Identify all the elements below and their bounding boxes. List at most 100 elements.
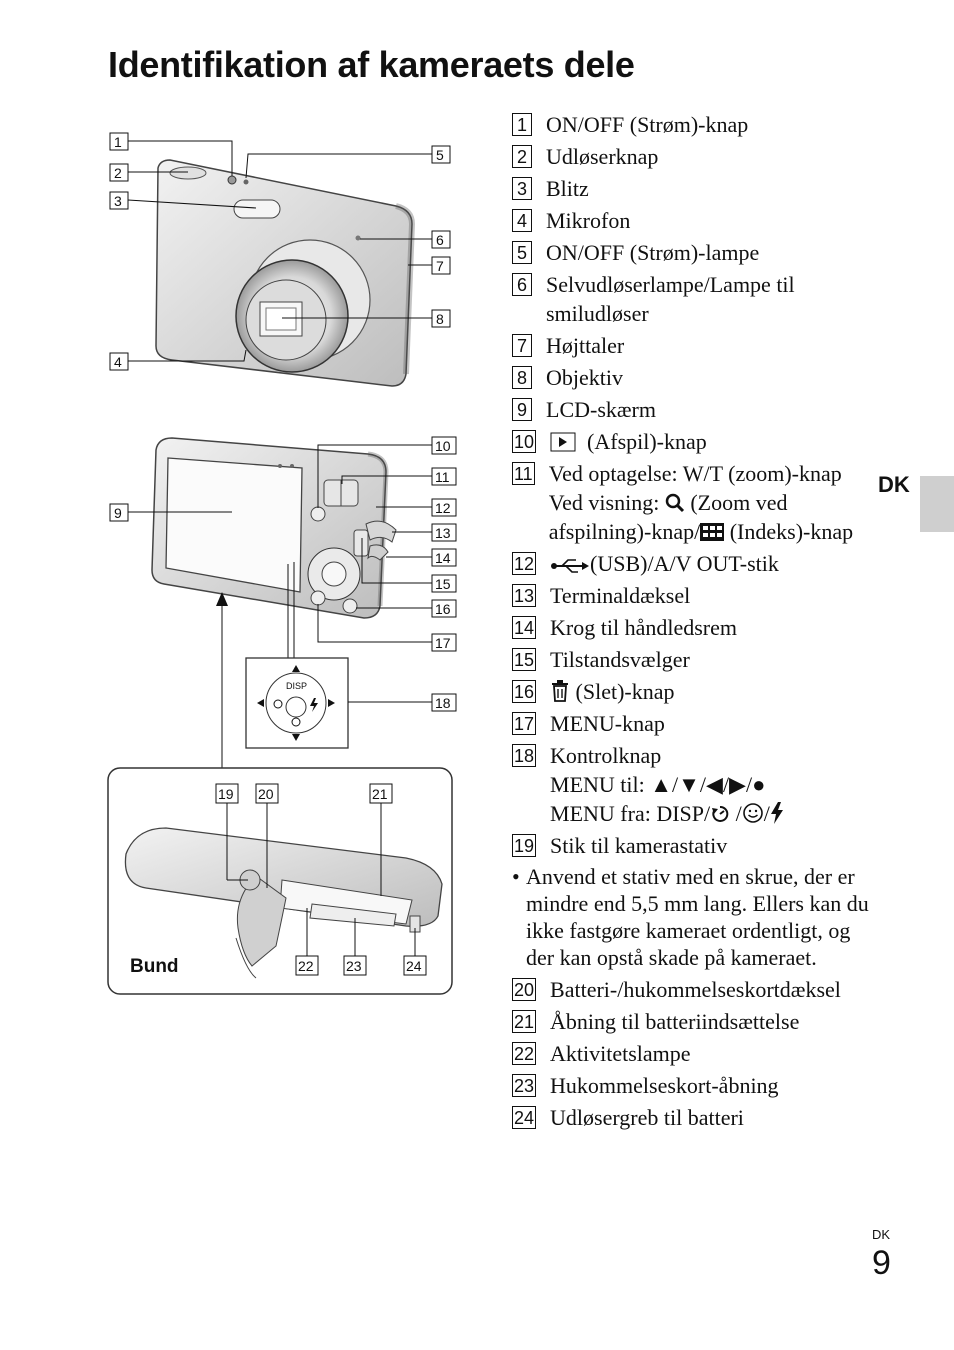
list-item: 23 Hukommelseskort-åbning [512,1071,872,1100]
item-label: Mikrofon [546,208,631,233]
section-tab [920,476,954,532]
list-item: 3 Blitz [512,174,872,203]
item-number: 5 [512,241,532,264]
list-item: 17 MENU-knap [512,709,872,738]
section-tab-label: DK [878,472,910,497]
callout-10: 10 [435,438,451,454]
item-number: 23 [512,1074,537,1097]
callout-7: 7 [436,258,444,274]
list-item: 16 (Slet)-knap [512,677,872,706]
item-label: Aktivitetslampe [550,1041,691,1066]
self-timer-icon [712,805,729,822]
list-item: 21 Åbning til batteriindsættelse [512,1007,872,1036]
item-number: 19 [512,834,537,857]
item-number: 24 [512,1106,537,1129]
back-callouts: 9 10 11 12 13 14 15 16 17 [109,436,457,768]
item-label: (USB)/A/V OUT-stik [590,551,779,576]
item-number: 22 [512,1042,537,1065]
callout-22: 22 [298,958,314,974]
item-label: MENU fra: DISP/ [550,801,711,826]
item-label: Krog til håndledsrem [550,615,737,640]
callout-21: 21 [372,786,388,802]
callout-12: 12 [435,500,451,516]
item-label: (Afspil)-knap [587,429,707,454]
disp-label: DISP [286,681,307,691]
item-number: 3 [512,177,532,200]
list-item: 24 Udløsergreb til batteri [512,1103,872,1132]
list-item: 7 Højttaler [512,331,872,360]
item-label: MENU-knap [550,711,665,736]
list-item: 15 Tilstandsvælger [512,645,872,674]
item-number: 9 [512,398,532,421]
callout-16: 16 [435,601,451,617]
item-number: 12 [512,552,537,575]
item-number: 7 [512,334,532,357]
item-number: 18 [512,744,537,767]
item-number: 10 [512,430,537,453]
tripod-note-text: Anvend et stativ med en skrue, der er mi… [526,864,869,970]
item-number: 14 [512,616,537,639]
list-item: 18 Kontrolknap MENU til: ▲/▼/◀/▶/● MENU … [512,741,872,828]
callout-13: 13 [435,525,451,541]
item-label: Objektiv [546,365,623,390]
item-label: Stik til kamerastativ [550,833,728,858]
callout-14: 14 [435,550,451,566]
callout-23: 23 [346,958,362,974]
item-number: 6 [512,273,532,296]
list-item: 13 Terminaldæksel [512,581,872,610]
item-number: 16 [512,680,537,703]
callout-15: 15 [435,576,451,592]
item-label: Åbning til batteriindsættelse [550,1009,800,1034]
smile-icon [742,803,763,823]
list-item: 19 Stik til kamerastativ [512,831,872,860]
callout-17: 17 [435,635,451,651]
callout-20: 20 [258,786,274,802]
list-item: 2 Udløserknap [512,142,872,171]
item-label: / [735,801,742,826]
control-button-inset: DISP 18 [245,657,457,749]
list-item: 9 LCD-skærm [512,395,872,424]
list-item: 22 Aktivitetslampe [512,1039,872,1068]
item-label: ON/OFF (Strøm)-knap [546,112,749,137]
callout-8: 8 [436,311,444,327]
list-item: 20 Batteri-/hukommelseskortdæksel [512,975,872,1004]
callout-9: 9 [114,505,122,521]
page-number: 9 [872,1244,891,1282]
item-label: (Zoom ved afspilning)-knap/ [548,490,788,544]
item-label: Batteri-/hukommelseskortdæksel [550,977,841,1002]
item-number: 21 [512,1010,537,1033]
play-icon [550,432,576,452]
callout-18: 18 [435,695,451,711]
item-label: Udløsergreb til batteri [550,1105,744,1130]
list-item: 12 (USB)/A/V OUT-stik [512,549,872,578]
page-title: Identifikation af kameraets dele [108,44,635,85]
list-item: 5 ON/OFF (Strøm)-lampe [512,238,872,267]
item-number: 1 [512,113,532,136]
item-number: 17 [512,712,537,735]
footer-language: DK [872,1227,891,1242]
callout-24: 24 [406,958,422,974]
list-item: 8 Objektiv [512,363,872,392]
item-label: / [763,801,770,826]
camera-back [151,437,397,619]
item-label: Terminaldæksel [550,583,691,608]
flash-icon [770,802,783,824]
item-number: 4 [512,209,532,232]
callout-5: 5 [436,147,444,163]
bottom-label: Bund [130,956,179,977]
item-number: 11 [512,462,535,485]
callout-6: 6 [436,232,444,248]
camera-illustration: 1 2 3 4 5 6 7 8 [107,132,457,995]
camera-bottom-view: Bund 19 20 21 22 23 24 [107,767,453,995]
item-label: Selvudløserlampe/Lampe til smiludløser [546,272,795,326]
camera-diagram: 1 2 3 4 5 6 7 8 [106,128,466,1008]
item-label: Højttaler [546,333,625,358]
item-label: Kontrolknap [550,743,662,768]
item-label: Tilstandsvælger [550,647,690,672]
tripod-note: • Anvend et stativ med en skrue, der er … [512,863,872,971]
item-label: ON/OFF (Strøm)-lampe [546,240,760,265]
item-label: Blitz [546,176,589,201]
item-label: Ved visning: [548,490,660,515]
camera-front [155,159,416,387]
callout-11: 11 [435,469,450,485]
